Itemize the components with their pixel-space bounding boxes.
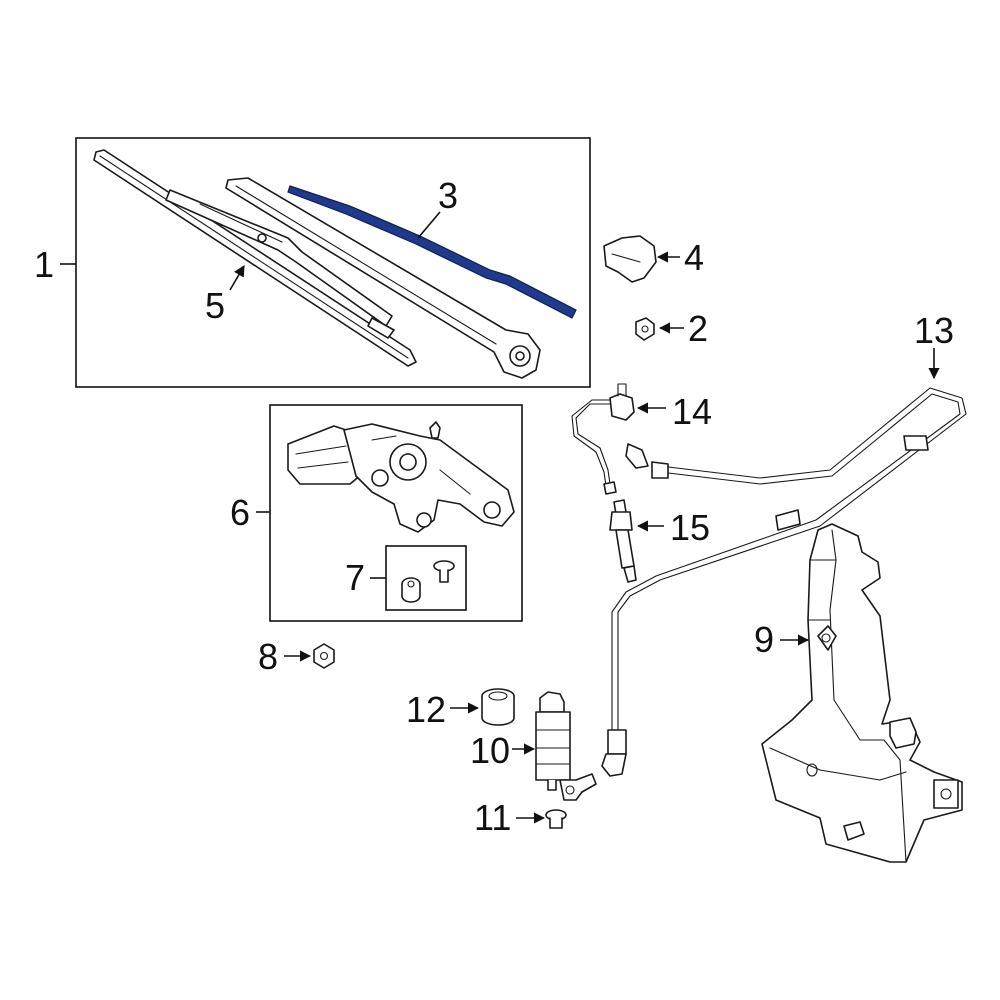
callout-5: 5 bbox=[205, 285, 225, 326]
callout-12: 12 bbox=[406, 689, 446, 730]
callout-10: 10 bbox=[470, 730, 510, 771]
cap-part bbox=[603, 235, 657, 283]
callout-8: 8 bbox=[258, 636, 278, 677]
group-box-motor bbox=[269, 404, 523, 622]
wiper-blade-part bbox=[93, 149, 417, 367]
washer-nozzle-part bbox=[609, 499, 637, 583]
nut-part bbox=[635, 317, 655, 341]
callout-2: 2 bbox=[688, 308, 708, 349]
leader-3 bbox=[417, 211, 441, 239]
callout-3: 3 bbox=[438, 175, 458, 216]
callout-1: 1 bbox=[34, 244, 54, 285]
grommet-part bbox=[481, 688, 515, 726]
callout-7: 7 bbox=[345, 557, 365, 598]
hose-connector-part bbox=[609, 383, 635, 421]
group-box-wiper-arm bbox=[75, 137, 591, 388]
callout-13: 13 bbox=[914, 310, 954, 351]
nut-8-part bbox=[313, 643, 335, 669]
plug-part bbox=[545, 809, 567, 829]
wiper-arm-part bbox=[225, 177, 541, 379]
wiper-motor-part bbox=[287, 421, 515, 533]
leader-5 bbox=[229, 265, 245, 291]
washer-pump-part bbox=[535, 691, 597, 801]
callout-15: 15 bbox=[670, 507, 710, 548]
callout-14: 14 bbox=[672, 391, 712, 432]
callout-4: 4 bbox=[684, 237, 704, 278]
callout-9: 9 bbox=[754, 619, 774, 660]
bolt-part bbox=[433, 560, 455, 583]
callout-6: 6 bbox=[230, 492, 250, 533]
group-box-bushings bbox=[385, 545, 467, 611]
callout-11: 11 bbox=[474, 797, 511, 838]
bushing-part bbox=[401, 577, 421, 603]
washer-reservoir-part bbox=[761, 523, 963, 863]
washer-hose-part bbox=[571, 387, 967, 777]
